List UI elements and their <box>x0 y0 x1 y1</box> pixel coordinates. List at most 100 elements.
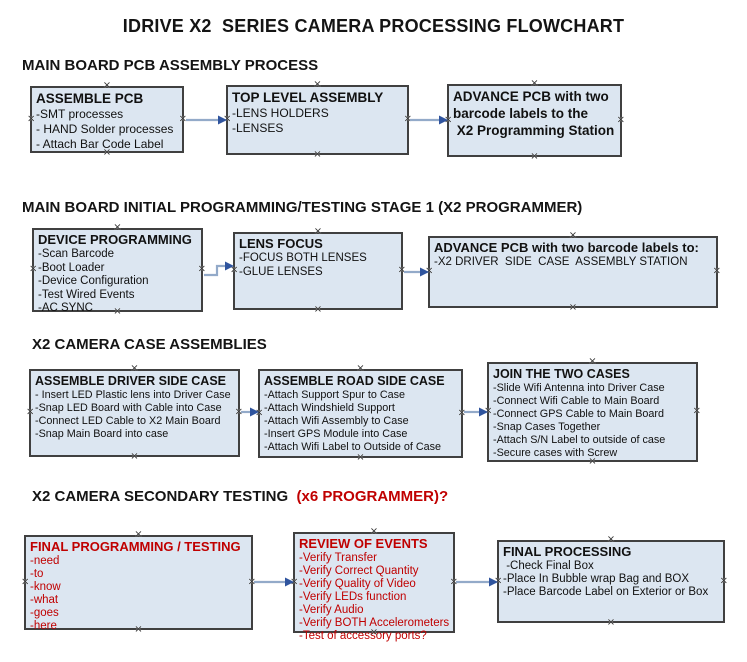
box-title: FINAL PROGRAMMING / TESTING <box>30 539 241 554</box>
anchor-x-mark: × <box>568 230 578 241</box>
anchor-x-mark: × <box>102 80 112 91</box>
box-lens-focus: LENS FOCUS -FOCUS BOTH LENSES-GLUE LENSE… <box>230 227 406 315</box>
box-title: ADVANCE PCB with two barcode labels to: <box>434 240 699 255</box>
box-advance-pcb-programming-station: ADVANCE PCB with two barcode labels to t… <box>444 79 625 162</box>
box-review-of-events: REVIEW OF EVENTS -Verify Transfer-Verify… <box>290 527 458 643</box>
anchor-x-mark: × <box>403 113 412 125</box>
anchor-x-mark: × <box>313 226 323 237</box>
box-body: -LENS HOLDERS-LENSES <box>232 106 404 136</box>
box-line: -X2 DRIVER SIDE CASE ASSEMBLY STATION <box>434 256 688 268</box>
arrow-assemble-to-toplevel <box>186 115 227 125</box>
anchor-x-mark: × <box>113 222 122 233</box>
box-line: -Attach S/N Label to outside of case <box>493 434 666 446</box>
anchor-x-mark: × <box>449 575 458 587</box>
box-body: -Check Final Box-Place In Bubble wrap Ba… <box>503 560 720 599</box>
box-title: ADVANCE PCB with two <box>453 89 609 104</box>
anchor-x-mark: × <box>606 534 616 545</box>
box-line: -Insert GPS Module into Case <box>264 428 408 440</box>
anchor-x-mark: × <box>568 302 578 313</box>
box-title: LENS FOCUS <box>239 236 323 251</box>
box-line: -FOCUS BOTH LENSES <box>239 252 367 264</box>
box-line: -Secure cases with Screw <box>493 447 618 459</box>
box-title: JOIN THE TWO CASES <box>493 367 630 381</box>
box-line: X2 Programming Station <box>453 123 615 138</box>
anchor-x-mark: × <box>247 575 256 587</box>
anchor-x-mark: × <box>197 263 206 275</box>
anchor-x-mark: × <box>356 363 365 374</box>
anchor-x-mark: × <box>530 78 539 89</box>
box-line: -Check Final Box <box>503 560 594 572</box>
anchor-x-mark: × <box>102 147 112 158</box>
box-line: -Attach Wifi Assembly to Case <box>264 415 409 427</box>
anchor-x-mark: × <box>588 456 597 467</box>
anchor-x-mark: × <box>369 627 379 638</box>
box-body: -X2 DRIVER SIDE CASE ASSEMBLY STATION <box>434 256 713 270</box>
box-top-level-assembly: TOP LEVEL ASSEMBLY -LENS HOLDERS-LENSES … <box>223 80 412 160</box>
box-line: -Place In Bubble wrap Bag and BOX <box>503 573 690 585</box>
anchor-x-mark: × <box>616 113 625 125</box>
anchor-x-mark: × <box>444 113 453 125</box>
section-heading-case-assemblies: X2 CAMERA CASE ASSEMBLIES <box>32 336 267 353</box>
anchor-x-mark: × <box>290 575 299 587</box>
box-title: ASSEMBLE PCB <box>36 91 144 106</box>
box-line: -goes <box>30 607 59 619</box>
box-line: -GLUE LENSES <box>239 265 323 278</box>
anchor-x-mark: × <box>719 574 728 586</box>
anchor-x-mark: × <box>313 79 322 90</box>
box-body: -need-to-know-what-goes-here <box>30 555 248 633</box>
anchor-x-mark: × <box>223 113 232 125</box>
box-title: ASSEMBLE DRIVER SIDE CASE <box>35 374 227 388</box>
box-line: -Verify Correct Quantity <box>299 565 419 577</box>
box-line: -Verify BOTH Accelerometers <box>299 617 450 629</box>
anchor-x-mark: × <box>457 406 466 418</box>
anchor-x-mark: × <box>356 452 365 463</box>
box-assemble-pcb: ASSEMBLE PCB -SMT processes- HAND Solder… <box>27 81 187 158</box>
box-line: -Attach Windshield Support <box>264 402 395 414</box>
box-line: -what <box>30 594 59 606</box>
anchor-x-mark: × <box>484 405 493 417</box>
anchor-x-mark: × <box>234 406 243 418</box>
box-line: - HAND Solder processes <box>36 122 174 136</box>
arrow-finalprog-to-review <box>254 577 294 587</box>
box-line: -Verify Transfer <box>299 552 377 564</box>
anchor-x-mark: × <box>425 265 434 277</box>
box-line: -Verify Quality of Video <box>299 578 416 590</box>
section-heading-secondary-testing: X2 CAMERA SECONDARY TESTING (x6 PROGRAMM… <box>32 488 448 505</box>
box-title: REVIEW OF EVENTS <box>299 536 428 551</box>
box-title: DEVICE PROGRAMMING <box>38 232 192 247</box>
anchor-x-mark: × <box>26 406 35 418</box>
box-line: -Slide Wifi Antenna into Driver Case <box>493 382 665 394</box>
anchor-x-mark: × <box>130 451 139 462</box>
box-body: barcode labels to the X2 Programming Sta… <box>453 105 617 139</box>
box-body: -Attach Support Spur to Case-Attach Wind… <box>264 389 458 454</box>
box-line: -SMT processes <box>36 107 124 121</box>
box-title: FINAL PROCESSING <box>503 544 632 559</box>
anchor-x-mark: × <box>178 112 187 124</box>
box-device-programming: DEVICE PROGRAMMING -Scan Barcode-Boot Lo… <box>29 223 206 317</box>
box-advance-pcb-driver-side-station: ADVANCE PCB with two barcode labels to: … <box>425 231 721 313</box>
anchor-x-mark: × <box>134 529 143 540</box>
arrow-review-to-finalprocessing <box>456 577 498 587</box>
box-line: -Scan Barcode <box>38 248 115 260</box>
box-body: -SMT processes- HAND Solder processes- A… <box>36 107 179 152</box>
anchor-x-mark: × <box>494 574 503 586</box>
box-line: -LENSES <box>232 121 284 135</box>
anchor-x-mark: × <box>588 356 597 367</box>
anchor-x-mark: × <box>313 149 322 160</box>
box-line: - Insert LED Plastic lens into Driver Ca… <box>35 389 231 401</box>
box-body: -Verify Transfer-Verify Correct Quantity… <box>299 552 450 643</box>
anchor-x-mark: × <box>113 306 122 317</box>
box-line: barcode labels to the <box>453 106 589 121</box>
box-body: -Slide Wifi Antenna into Driver Case-Con… <box>493 382 693 460</box>
box-title: TOP LEVEL ASSEMBLY <box>232 90 384 105</box>
anchor-x-mark: × <box>130 363 139 374</box>
box-line: -Device Configuration <box>38 275 149 287</box>
box-final-processing: FINAL PROCESSING -Check Final Box-Place … <box>494 535 728 628</box>
box-title: ASSEMBLE ROAD SIDE CASE <box>264 374 445 388</box>
box-line: -Verify LEDs function <box>299 591 407 603</box>
box-line: -Verify Audio <box>299 604 364 616</box>
box-line: -AC SYNC <box>38 302 93 314</box>
anchor-x-mark: × <box>712 265 721 277</box>
box-line: -know <box>30 581 61 593</box>
